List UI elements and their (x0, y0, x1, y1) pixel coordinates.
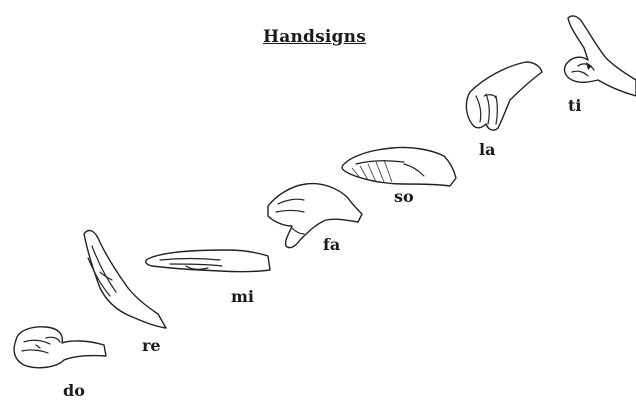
la-hand-icon (466, 62, 542, 130)
label-ti: ti (568, 96, 581, 115)
label-la: la (479, 140, 495, 159)
mi-hand-icon (146, 250, 270, 272)
label-mi: mi (231, 287, 254, 306)
label-do: do (63, 381, 85, 400)
re-hand-icon (84, 231, 166, 328)
label-so: so (394, 187, 414, 206)
page-title: Handsigns (263, 27, 366, 47)
so-hand-icon (342, 147, 456, 186)
ti-hand-icon (565, 16, 636, 96)
fa-hand-icon (268, 184, 362, 248)
do-fist-icon (14, 327, 106, 368)
label-fa: fa (323, 235, 340, 254)
label-re: re (142, 336, 161, 355)
